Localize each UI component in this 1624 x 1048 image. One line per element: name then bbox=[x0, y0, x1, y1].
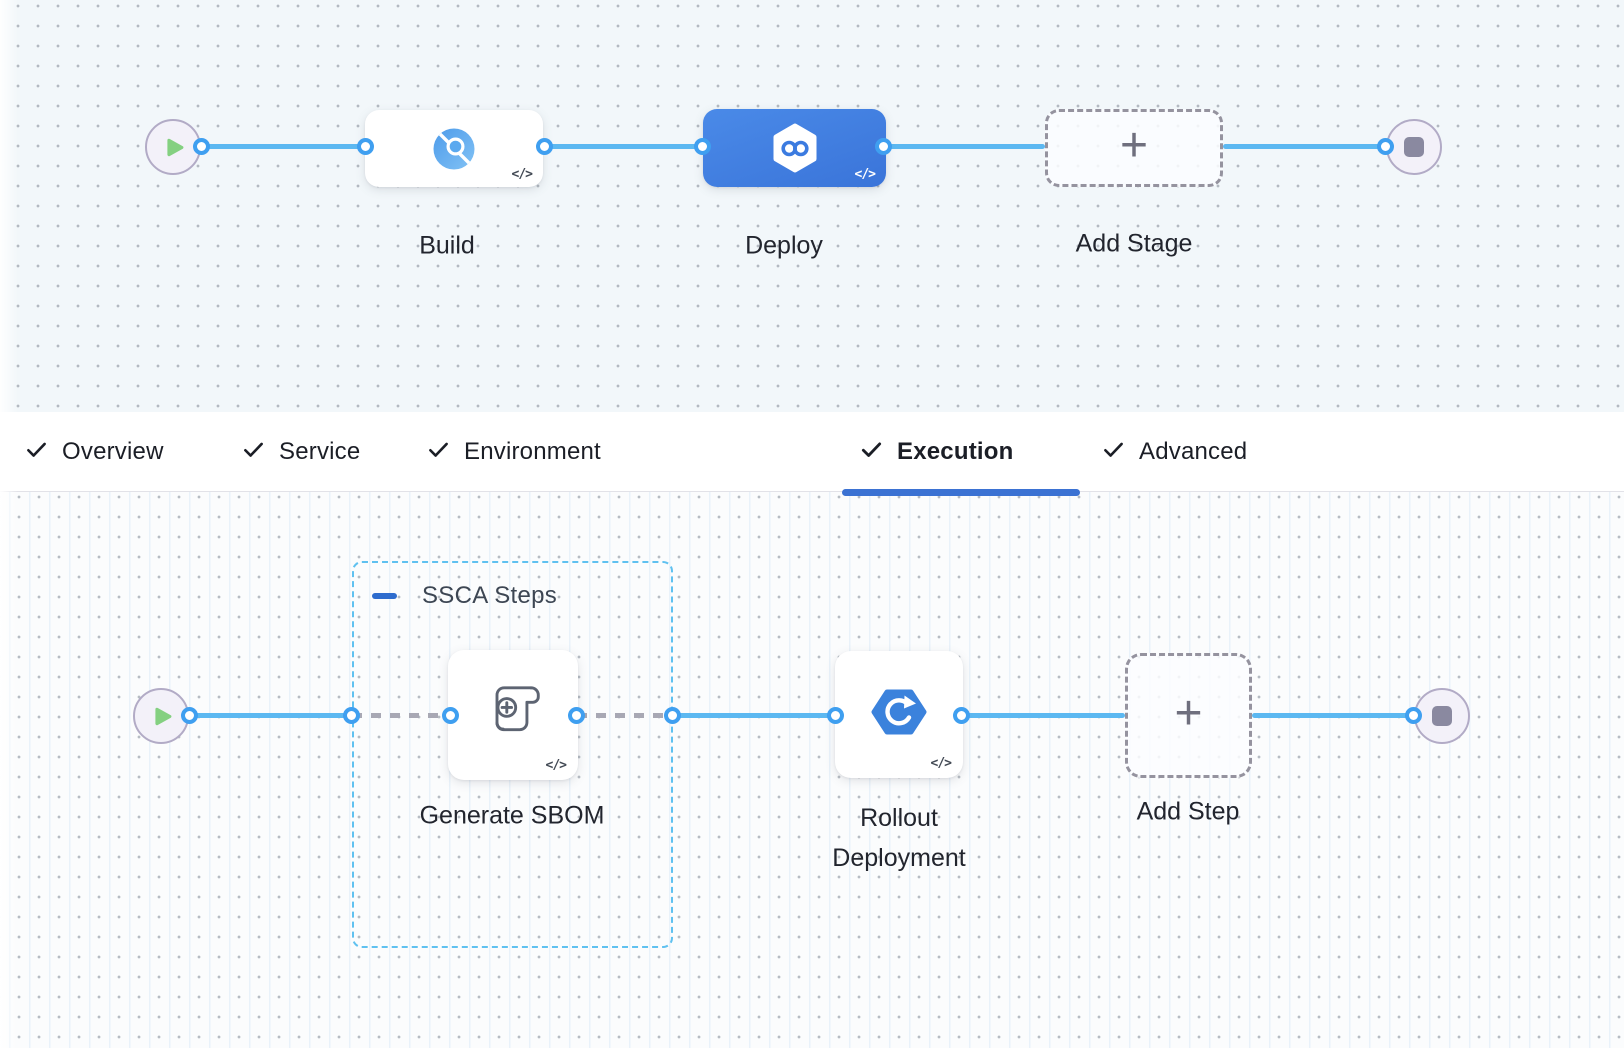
tab-overview[interactable]: Overview bbox=[25, 438, 164, 466]
pipeline-end-node bbox=[1386, 119, 1442, 175]
stop-icon bbox=[1404, 137, 1424, 157]
port-end-in[interactable] bbox=[1377, 138, 1394, 155]
add-step-button[interactable]: + bbox=[1125, 653, 1252, 778]
wire-deploy-addstage bbox=[884, 144, 1045, 149]
port-build-in[interactable] bbox=[357, 138, 374, 155]
step-label-add-step: Add Step bbox=[1136, 797, 1240, 826]
tab-advanced[interactable]: Advanced bbox=[1102, 438, 1247, 466]
stage-config-tabbar bbox=[0, 412, 1624, 492]
execution-start-node bbox=[133, 688, 189, 744]
stop-icon bbox=[1432, 706, 1452, 726]
port-exec-start-out[interactable] bbox=[181, 707, 198, 724]
play-icon bbox=[166, 137, 185, 158]
port-build-out[interactable] bbox=[536, 138, 553, 155]
port-sbom-out[interactable] bbox=[568, 707, 585, 724]
check-icon bbox=[427, 438, 450, 466]
stage-label-add-stage: Add Stage bbox=[1075, 229, 1193, 258]
port-group-out[interactable] bbox=[664, 707, 681, 724]
stage-label-build: Build bbox=[419, 231, 475, 260]
step-card-generate-sbom[interactable]: </> bbox=[448, 650, 578, 780]
tab-execution[interactable]: Execution bbox=[860, 438, 1014, 466]
ssca-steps-group-header: SSCA Steps bbox=[372, 582, 557, 610]
wire-group-sbom bbox=[352, 713, 451, 718]
check-icon bbox=[242, 438, 265, 466]
wire-sbom-group bbox=[577, 713, 673, 718]
tab-label: Execution bbox=[897, 438, 1014, 465]
check-icon bbox=[860, 438, 883, 466]
stage-card-build[interactable]: </> bbox=[365, 110, 543, 187]
step-card-rollout-deployment[interactable]: </> bbox=[835, 651, 963, 778]
ci-build-icon bbox=[431, 126, 477, 172]
wire-start-group bbox=[190, 713, 352, 718]
collapse-minus-icon[interactable] bbox=[372, 593, 397, 599]
port-sbom-in[interactable] bbox=[442, 707, 459, 724]
wire-addstep-end bbox=[1252, 713, 1414, 718]
pipeline-start-node bbox=[145, 119, 201, 175]
wire-start-build bbox=[202, 144, 366, 149]
port-deploy-out[interactable] bbox=[875, 138, 892, 155]
plus-icon: + bbox=[1174, 686, 1203, 740]
port-exec-end-in[interactable] bbox=[1405, 707, 1422, 724]
stage-label-deploy: Deploy bbox=[745, 231, 823, 260]
port-rollout-out[interactable] bbox=[953, 707, 970, 724]
execution-canvas bbox=[0, 492, 1624, 1048]
cd-deploy-icon bbox=[770, 123, 820, 173]
group-label: SSCA Steps bbox=[422, 582, 558, 609]
tab-label: Environment bbox=[464, 438, 601, 465]
check-icon bbox=[25, 438, 48, 466]
tab-label: Advanced bbox=[1139, 438, 1248, 465]
step-label-rollout-deployment: Rollout Deployment bbox=[832, 804, 966, 872]
stage-card-deploy[interactable]: </> bbox=[703, 109, 886, 187]
step-label-generate-sbom: Generate SBOM bbox=[419, 801, 605, 830]
code-toggle-icon: </> bbox=[854, 167, 877, 182]
port-deploy-in[interactable] bbox=[694, 138, 711, 155]
check-icon bbox=[1102, 438, 1125, 466]
wire-rollout-addstep bbox=[962, 713, 1125, 718]
code-toggle-icon: </> bbox=[545, 758, 568, 773]
play-icon bbox=[154, 706, 173, 727]
port-group-in[interactable] bbox=[343, 707, 360, 724]
tab-service[interactable]: Service bbox=[242, 438, 360, 466]
wire-build-deploy bbox=[545, 144, 703, 149]
execution-end-node bbox=[1414, 688, 1470, 744]
tab-label: Service bbox=[279, 438, 361, 465]
sbom-scroll-icon bbox=[481, 677, 545, 741]
wire-addstage-end bbox=[1223, 144, 1386, 149]
code-toggle-icon: </> bbox=[511, 167, 534, 182]
add-stage-button[interactable]: + bbox=[1045, 109, 1223, 187]
stage-canvas bbox=[0, 0, 1624, 412]
tab-label: Overview bbox=[62, 438, 164, 465]
ssca-steps-group bbox=[352, 561, 673, 948]
rollout-redeploy-icon bbox=[871, 684, 927, 740]
plus-icon: + bbox=[1119, 119, 1149, 172]
wire-group-rollout bbox=[673, 713, 836, 718]
port-rollout-in[interactable] bbox=[827, 707, 844, 724]
active-tab-underline bbox=[842, 489, 1080, 496]
code-toggle-icon: </> bbox=[930, 756, 953, 771]
port-start-out[interactable] bbox=[193, 138, 210, 155]
tab-environment[interactable]: Environment bbox=[427, 438, 601, 466]
